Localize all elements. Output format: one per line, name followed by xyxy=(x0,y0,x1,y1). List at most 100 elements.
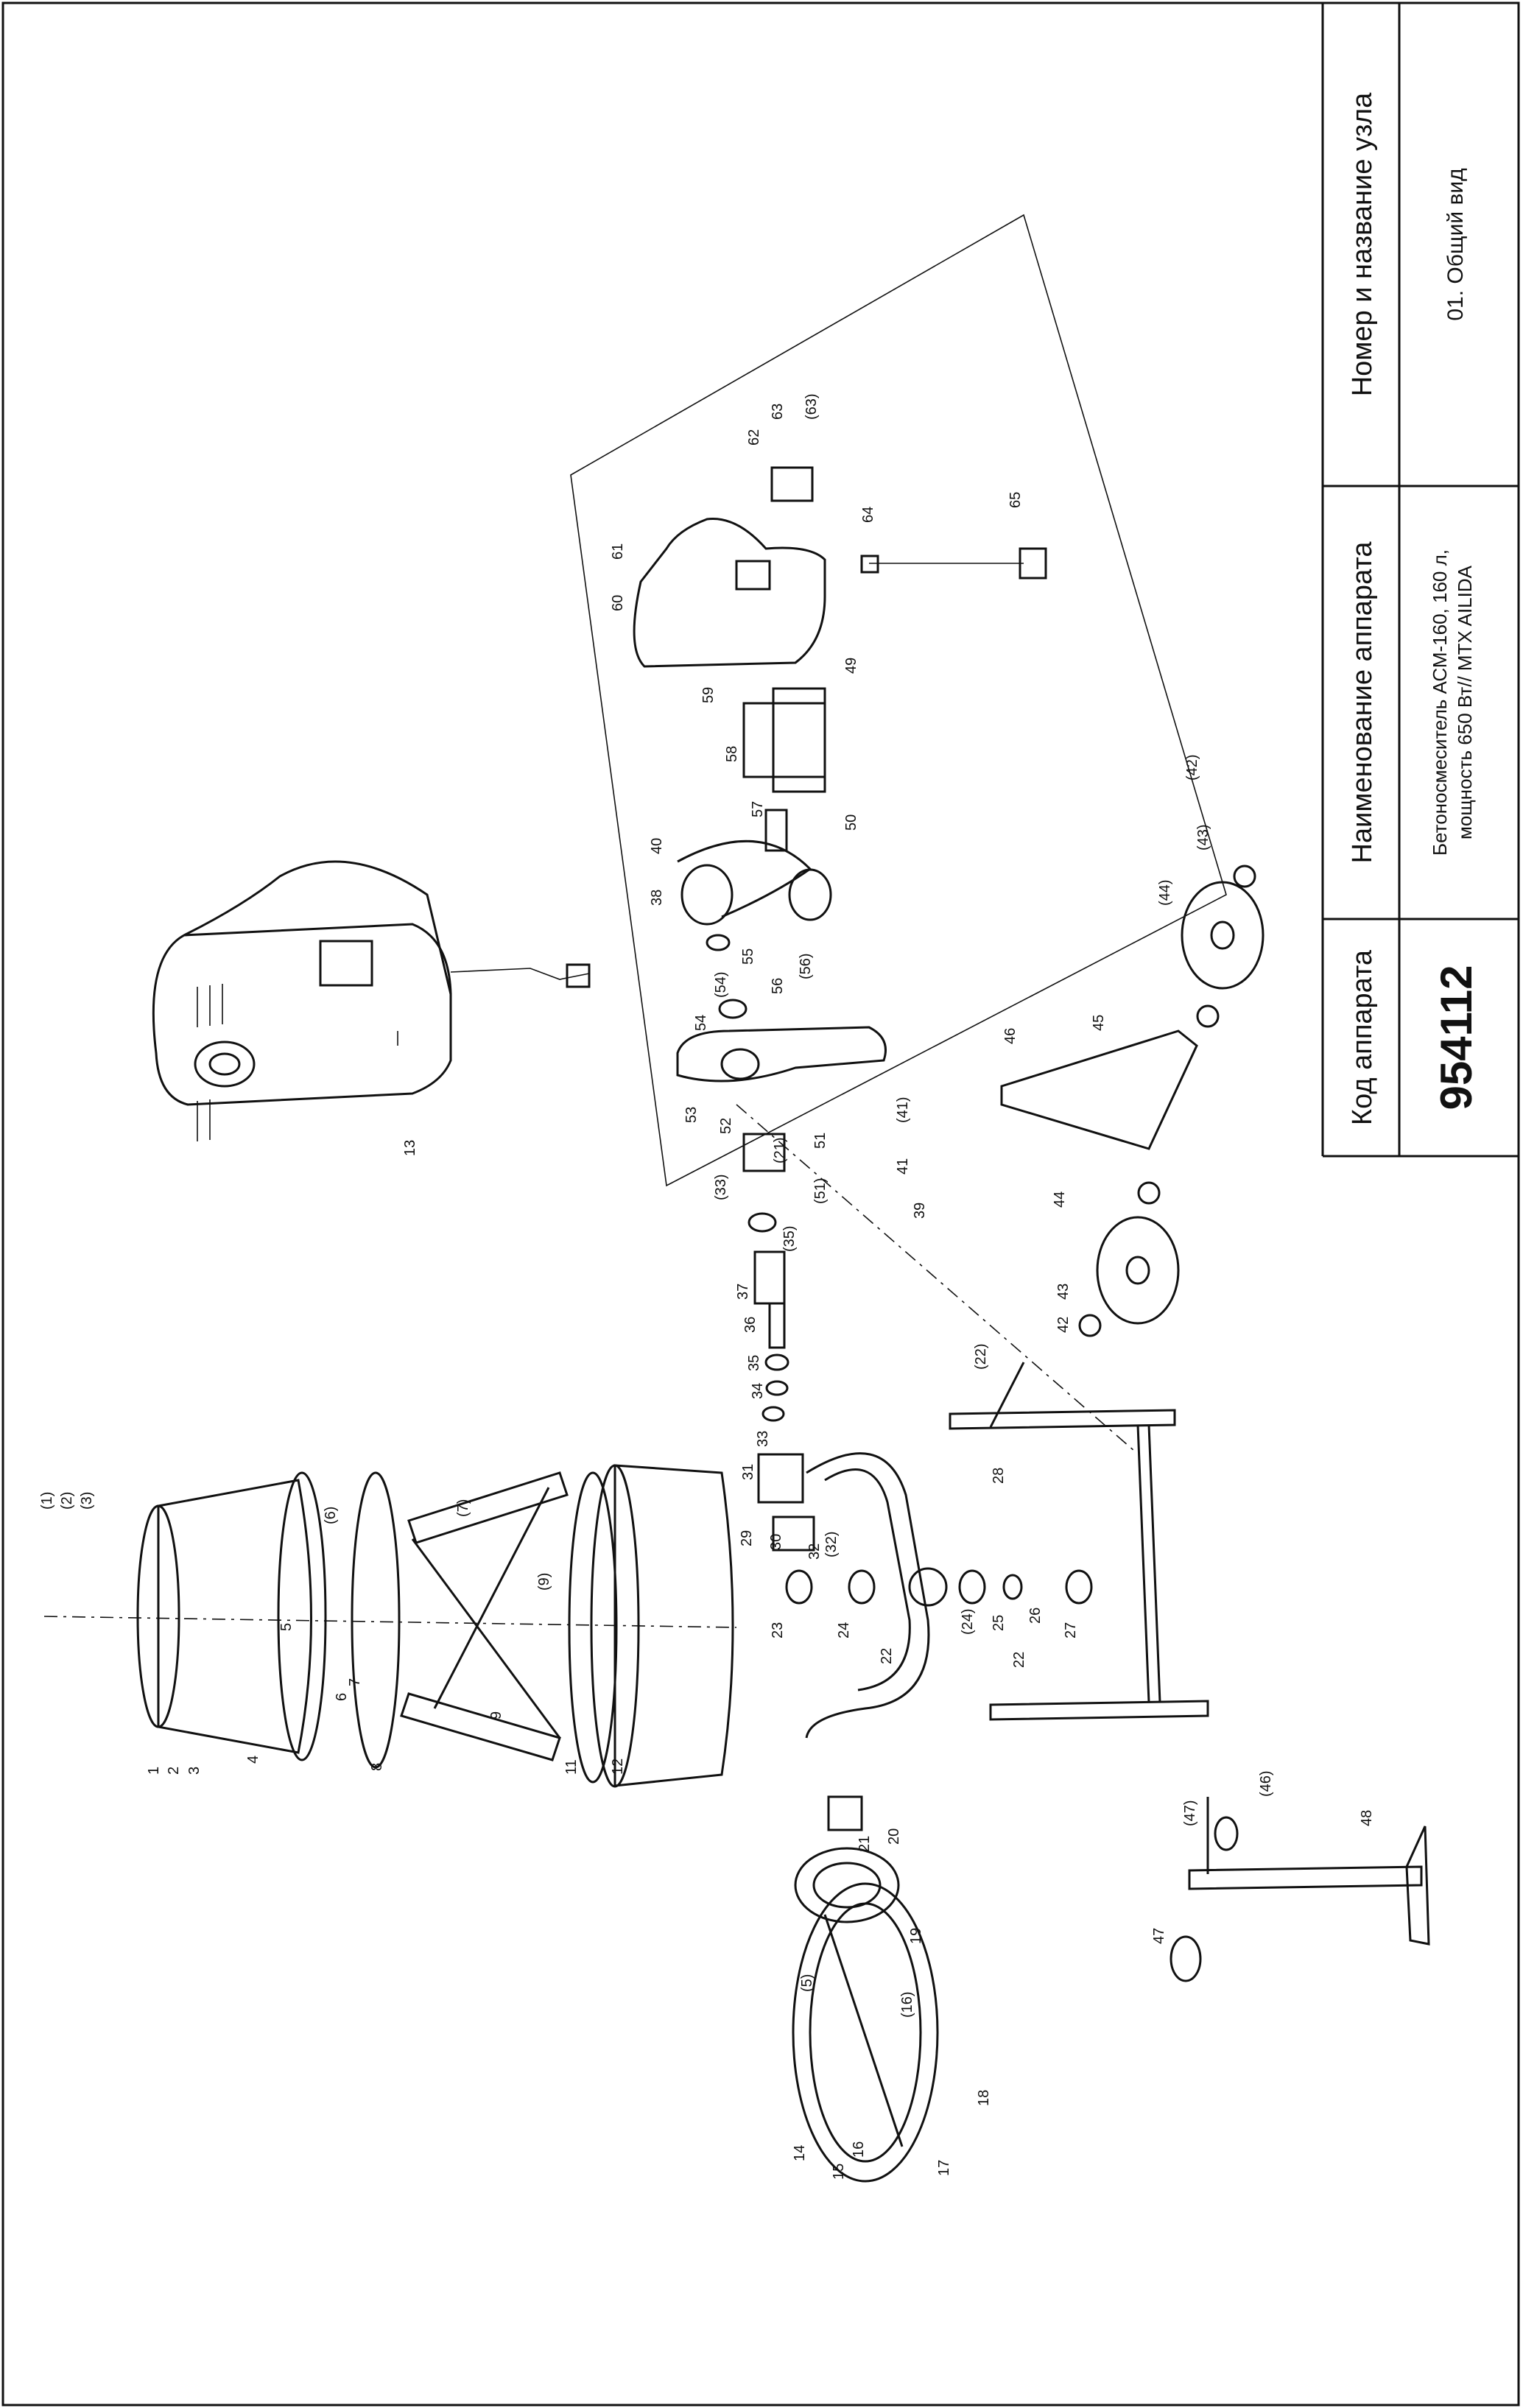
node-value: 01. Общий вид xyxy=(1443,168,1468,320)
callout-22b: 22 xyxy=(1011,1652,1027,1668)
callout-22a: 22 xyxy=(879,1648,895,1664)
title-block: Код аппарата 954112 Наименование аппарат… xyxy=(1321,3,1519,1158)
handwheel-group xyxy=(792,1795,939,2183)
motor-group-parts xyxy=(633,466,1047,1082)
callout-59: 59 xyxy=(700,687,717,703)
callout-15: 15 xyxy=(831,2164,847,2180)
callout-ref-63: (63) xyxy=(803,393,820,420)
callout-44: 44 xyxy=(1052,1191,1068,1208)
wheels xyxy=(1000,865,1265,1337)
callout-45: 45 xyxy=(1091,1015,1107,1031)
callout-4: 4 xyxy=(245,1756,261,1764)
callout-58: 58 xyxy=(724,746,740,762)
callout-40: 40 xyxy=(649,838,665,854)
callout-33: 33 xyxy=(755,1431,771,1447)
callout-2: 2 xyxy=(166,1767,182,1775)
callout-49: 49 xyxy=(843,658,859,674)
callout-55: 55 xyxy=(740,948,756,965)
callout-3: 3 xyxy=(186,1767,203,1775)
callout-ref-9: (9) xyxy=(536,1573,552,1591)
callout-ref-5: (5) xyxy=(799,1974,815,1992)
callout-38: 38 xyxy=(649,890,665,906)
callout-7: 7 xyxy=(347,1678,363,1686)
leg-axis xyxy=(736,1104,1135,1451)
name-header: Наименование аппарата xyxy=(1347,541,1378,864)
callout-ref-24: (24) xyxy=(960,1608,976,1635)
callout-ref-21: (21) xyxy=(772,1137,788,1163)
callout-52: 52 xyxy=(718,1118,734,1134)
callout-57: 57 xyxy=(750,801,766,817)
callout-ref-6: (6) xyxy=(323,1507,339,1524)
callout-25: 25 xyxy=(991,1615,1007,1631)
node-header: Номер и название узла xyxy=(1347,92,1378,396)
callout-1: 1 xyxy=(146,1767,162,1775)
callout-6: 6 xyxy=(334,1693,350,1701)
callout-36: 36 xyxy=(742,1317,759,1333)
callout-5: 5 xyxy=(278,1623,295,1631)
callout-9: 9 xyxy=(488,1711,504,1719)
frame xyxy=(949,1362,1209,1721)
callout-37: 37 xyxy=(735,1284,751,1300)
callout-16: 16 xyxy=(851,2141,867,2158)
drum-axis xyxy=(43,1616,737,1628)
callout-12: 12 xyxy=(610,1759,626,1775)
code-header: Код аппарата xyxy=(1347,949,1378,1125)
callout-48: 48 xyxy=(1359,1810,1375,1826)
callout-ref-56: (56) xyxy=(798,953,814,979)
callout-ref-2: (2) xyxy=(59,1492,75,1510)
callout-64: 64 xyxy=(860,507,876,523)
callout-ref-41: (41) xyxy=(895,1096,911,1123)
yoke-axle xyxy=(785,1452,1093,1739)
callout-ref-32: (32) xyxy=(823,1531,840,1557)
name-value-line1: Бетоносмеситель АСМ-160, 160 л, xyxy=(1429,549,1451,856)
callout-54: 54 xyxy=(693,1015,709,1031)
callout-26: 26 xyxy=(1027,1608,1044,1624)
callout-ref-51: (51) xyxy=(812,1177,829,1204)
callout-61: 61 xyxy=(610,543,626,560)
callout-11: 11 xyxy=(563,1759,580,1775)
callout-13: 13 xyxy=(402,1140,418,1156)
callout-ref-1: (1) xyxy=(39,1492,55,1510)
callout-labels: 1 2 3 4 5 6 7 8 9 11 12 13 14 15 16 17 1… xyxy=(39,393,1375,2180)
callout-46: 46 xyxy=(1002,1028,1019,1044)
name-value-line2: мощность 650 Вт// MTX AILIDA xyxy=(1454,565,1476,839)
shaft-chain xyxy=(742,1133,815,1552)
callout-28: 28 xyxy=(991,1468,1007,1484)
callout-42: 42 xyxy=(1055,1317,1072,1333)
callout-65: 65 xyxy=(1007,492,1024,508)
drawing-area: 1 2 3 4 5 6 7 8 9 11 12 13 14 15 16 17 1… xyxy=(39,214,1430,2183)
callout-14: 14 xyxy=(792,2145,808,2161)
callout-34: 34 xyxy=(750,1383,766,1399)
callout-30: 30 xyxy=(768,1534,784,1550)
callout-35: 35 xyxy=(746,1355,762,1371)
leg xyxy=(1169,1797,1430,1982)
callout-27: 27 xyxy=(1063,1622,1079,1638)
code-value: 954112 xyxy=(1432,965,1481,1110)
callout-19: 19 xyxy=(908,1928,924,1944)
callout-23: 23 xyxy=(770,1622,786,1638)
callout-47: 47 xyxy=(1151,1928,1167,1944)
callout-29: 29 xyxy=(739,1530,755,1546)
callout-31: 31 xyxy=(740,1464,756,1480)
callout-21: 21 xyxy=(857,1836,873,1852)
callout-53: 53 xyxy=(683,1107,700,1123)
callout-ref-54: (54) xyxy=(713,971,729,998)
callout-ref-43: (43) xyxy=(1195,824,1211,851)
callout-41: 41 xyxy=(895,1158,911,1175)
callout-ref-42: (42) xyxy=(1184,754,1200,781)
callout-51: 51 xyxy=(812,1133,829,1149)
callout-ref-44: (44) xyxy=(1157,879,1173,906)
callout-43: 43 xyxy=(1055,1284,1072,1300)
callout-60: 60 xyxy=(610,595,626,611)
callout-62: 62 xyxy=(746,429,762,446)
callout-ref-47: (47) xyxy=(1182,1800,1198,1826)
motor-group-frame xyxy=(570,214,1227,1187)
callout-8: 8 xyxy=(369,1763,385,1771)
callout-24: 24 xyxy=(836,1622,852,1638)
callout-ref-7: (7) xyxy=(455,1499,471,1517)
callout-ref-22: (22) xyxy=(973,1343,989,1370)
callout-18: 18 xyxy=(976,2090,992,2106)
callout-ref-3: (3) xyxy=(79,1492,95,1510)
